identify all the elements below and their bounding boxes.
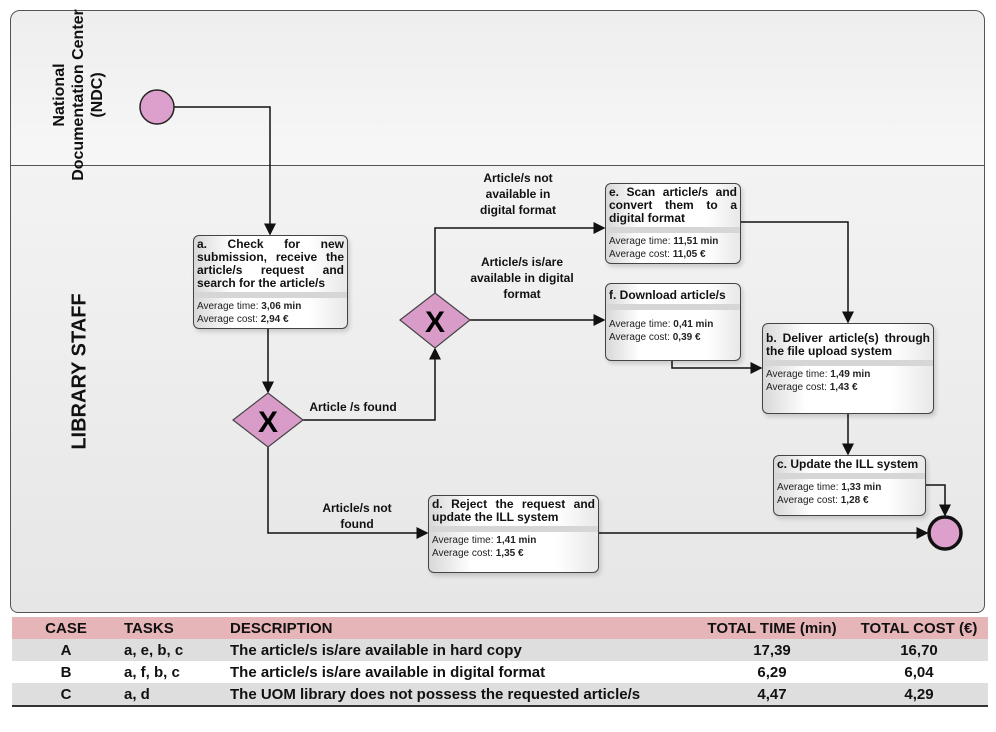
flow-c-to-end [925, 484, 951, 517]
task-a[interactable]: a. Check for new submission, receive the… [193, 235, 348, 329]
time-label: Average time: [197, 301, 259, 312]
table-row: A a, e, b, c The article/s is/are availa… [12, 639, 988, 661]
cost-label: Average cost: [609, 332, 670, 343]
time-label: Average time: [609, 319, 671, 330]
start-event [139, 89, 175, 125]
cell-tasks: a, f, b, c [124, 663, 180, 681]
table-row: C a, d The UOM library does not possess … [12, 683, 988, 706]
cost-value: 1,43 € [829, 382, 858, 393]
label-found: Article /s found [309, 400, 397, 414]
task-title: d. Reject the request and update the ILL… [432, 497, 595, 524]
task-c[interactable]: c. Update the ILL system Average time: 1… [773, 455, 926, 516]
flow-gw1-to-d [267, 447, 429, 539]
gateway-found-symbol: X [258, 406, 278, 439]
task-title: f. Download article/s [609, 288, 726, 302]
cell-total-time: 6,29 [757, 663, 787, 681]
cell-tasks: a, d [124, 685, 150, 703]
task-title: e. Scan article/s and convert them to a … [609, 185, 737, 225]
flow-f-to-b [671, 360, 763, 374]
time-label: Average time: [609, 236, 671, 247]
label-digital: Article/s is/are available in digital fo… [470, 255, 574, 301]
time-value: 11,51 min [673, 236, 719, 247]
flow-start-to-a [174, 106, 276, 236]
cell-tasks: a, e, b, c [124, 641, 184, 659]
gateway-found [232, 392, 304, 448]
cell-case: A [60, 641, 72, 659]
label-not-digital: Article/s not available in digital forma… [479, 171, 556, 217]
cell-description: The UOM library does not possess the req… [230, 685, 641, 703]
cost-value: 0,39 € [672, 332, 701, 343]
header-total-cost: TOTAL COST (€) [860, 619, 978, 637]
cost-value: 11,05 € [672, 249, 706, 260]
time-label: Average time: [432, 535, 494, 546]
flow-e-to-b [740, 221, 854, 324]
task-f[interactable]: f. Download article/s Average time: 0,41… [605, 283, 741, 361]
header-tasks: TASKS [124, 619, 174, 637]
flow-gw2-to-e [434, 222, 606, 293]
time-value: 0,41 min [673, 319, 714, 330]
gateway-format-symbol: X [425, 306, 445, 339]
gateway-format [399, 292, 471, 349]
task-d[interactable]: d. Reject the request and update the ILL… [428, 495, 599, 573]
task-b[interactable]: b. Deliver article(s) through the file u… [762, 323, 934, 414]
cell-description: The article/s is/are available in digita… [230, 663, 546, 681]
cell-total-time: 17,39 [753, 641, 791, 659]
time-value: 1,41 min [496, 535, 537, 546]
header-description: DESCRIPTION [230, 619, 333, 637]
cell-total-cost: 6,04 [904, 663, 934, 681]
lane-ndc [10, 10, 985, 166]
time-value: 1,49 min [830, 369, 871, 380]
cell-total-cost: 4,29 [904, 685, 934, 703]
cost-value: 1,28 € [840, 495, 869, 506]
task-title: c. Update the ILL system [777, 457, 919, 471]
time-label: Average time: [766, 369, 828, 380]
end-event [927, 515, 963, 551]
cell-case: B [60, 663, 72, 681]
cost-label: Average cost: [432, 548, 493, 559]
label-not-found: Article/s not found [322, 501, 392, 531]
time-value: 3,06 min [261, 301, 302, 312]
cost-label: Average cost: [197, 314, 258, 325]
cell-description: The article/s is/are available in hard c… [230, 641, 522, 659]
task-title: b. Deliver article(s) through the file u… [766, 331, 930, 358]
cost-label: Average cost: [766, 382, 827, 393]
cost-label: Average cost: [609, 249, 670, 260]
cost-label: Average cost: [777, 495, 838, 506]
task-title: a. Check for new submission, receive the… [197, 237, 344, 290]
flow-gw1-to-gw2 [303, 347, 441, 421]
header-case: CASE [45, 619, 87, 637]
table-header-row: CASE TASKS DESCRIPTION TOTAL TIME (min) … [12, 617, 988, 639]
table-row: B a, f, b, c The article/s is/are availa… [12, 661, 988, 683]
time-value: 1,33 min [841, 482, 882, 493]
task-e[interactable]: e. Scan article/s and convert them to a … [605, 183, 741, 264]
cell-case: C [60, 685, 72, 703]
header-total-time: TOTAL TIME (min) [707, 619, 837, 637]
cell-total-time: 4,47 [757, 685, 787, 703]
cost-value: 2,94 € [260, 314, 289, 325]
cases-table: CASE TASKS DESCRIPTION TOTAL TIME (min) … [12, 617, 988, 707]
cost-value: 1,35 € [495, 548, 524, 559]
cell-total-cost: 16,70 [900, 641, 938, 659]
time-label: Average time: [777, 482, 839, 493]
